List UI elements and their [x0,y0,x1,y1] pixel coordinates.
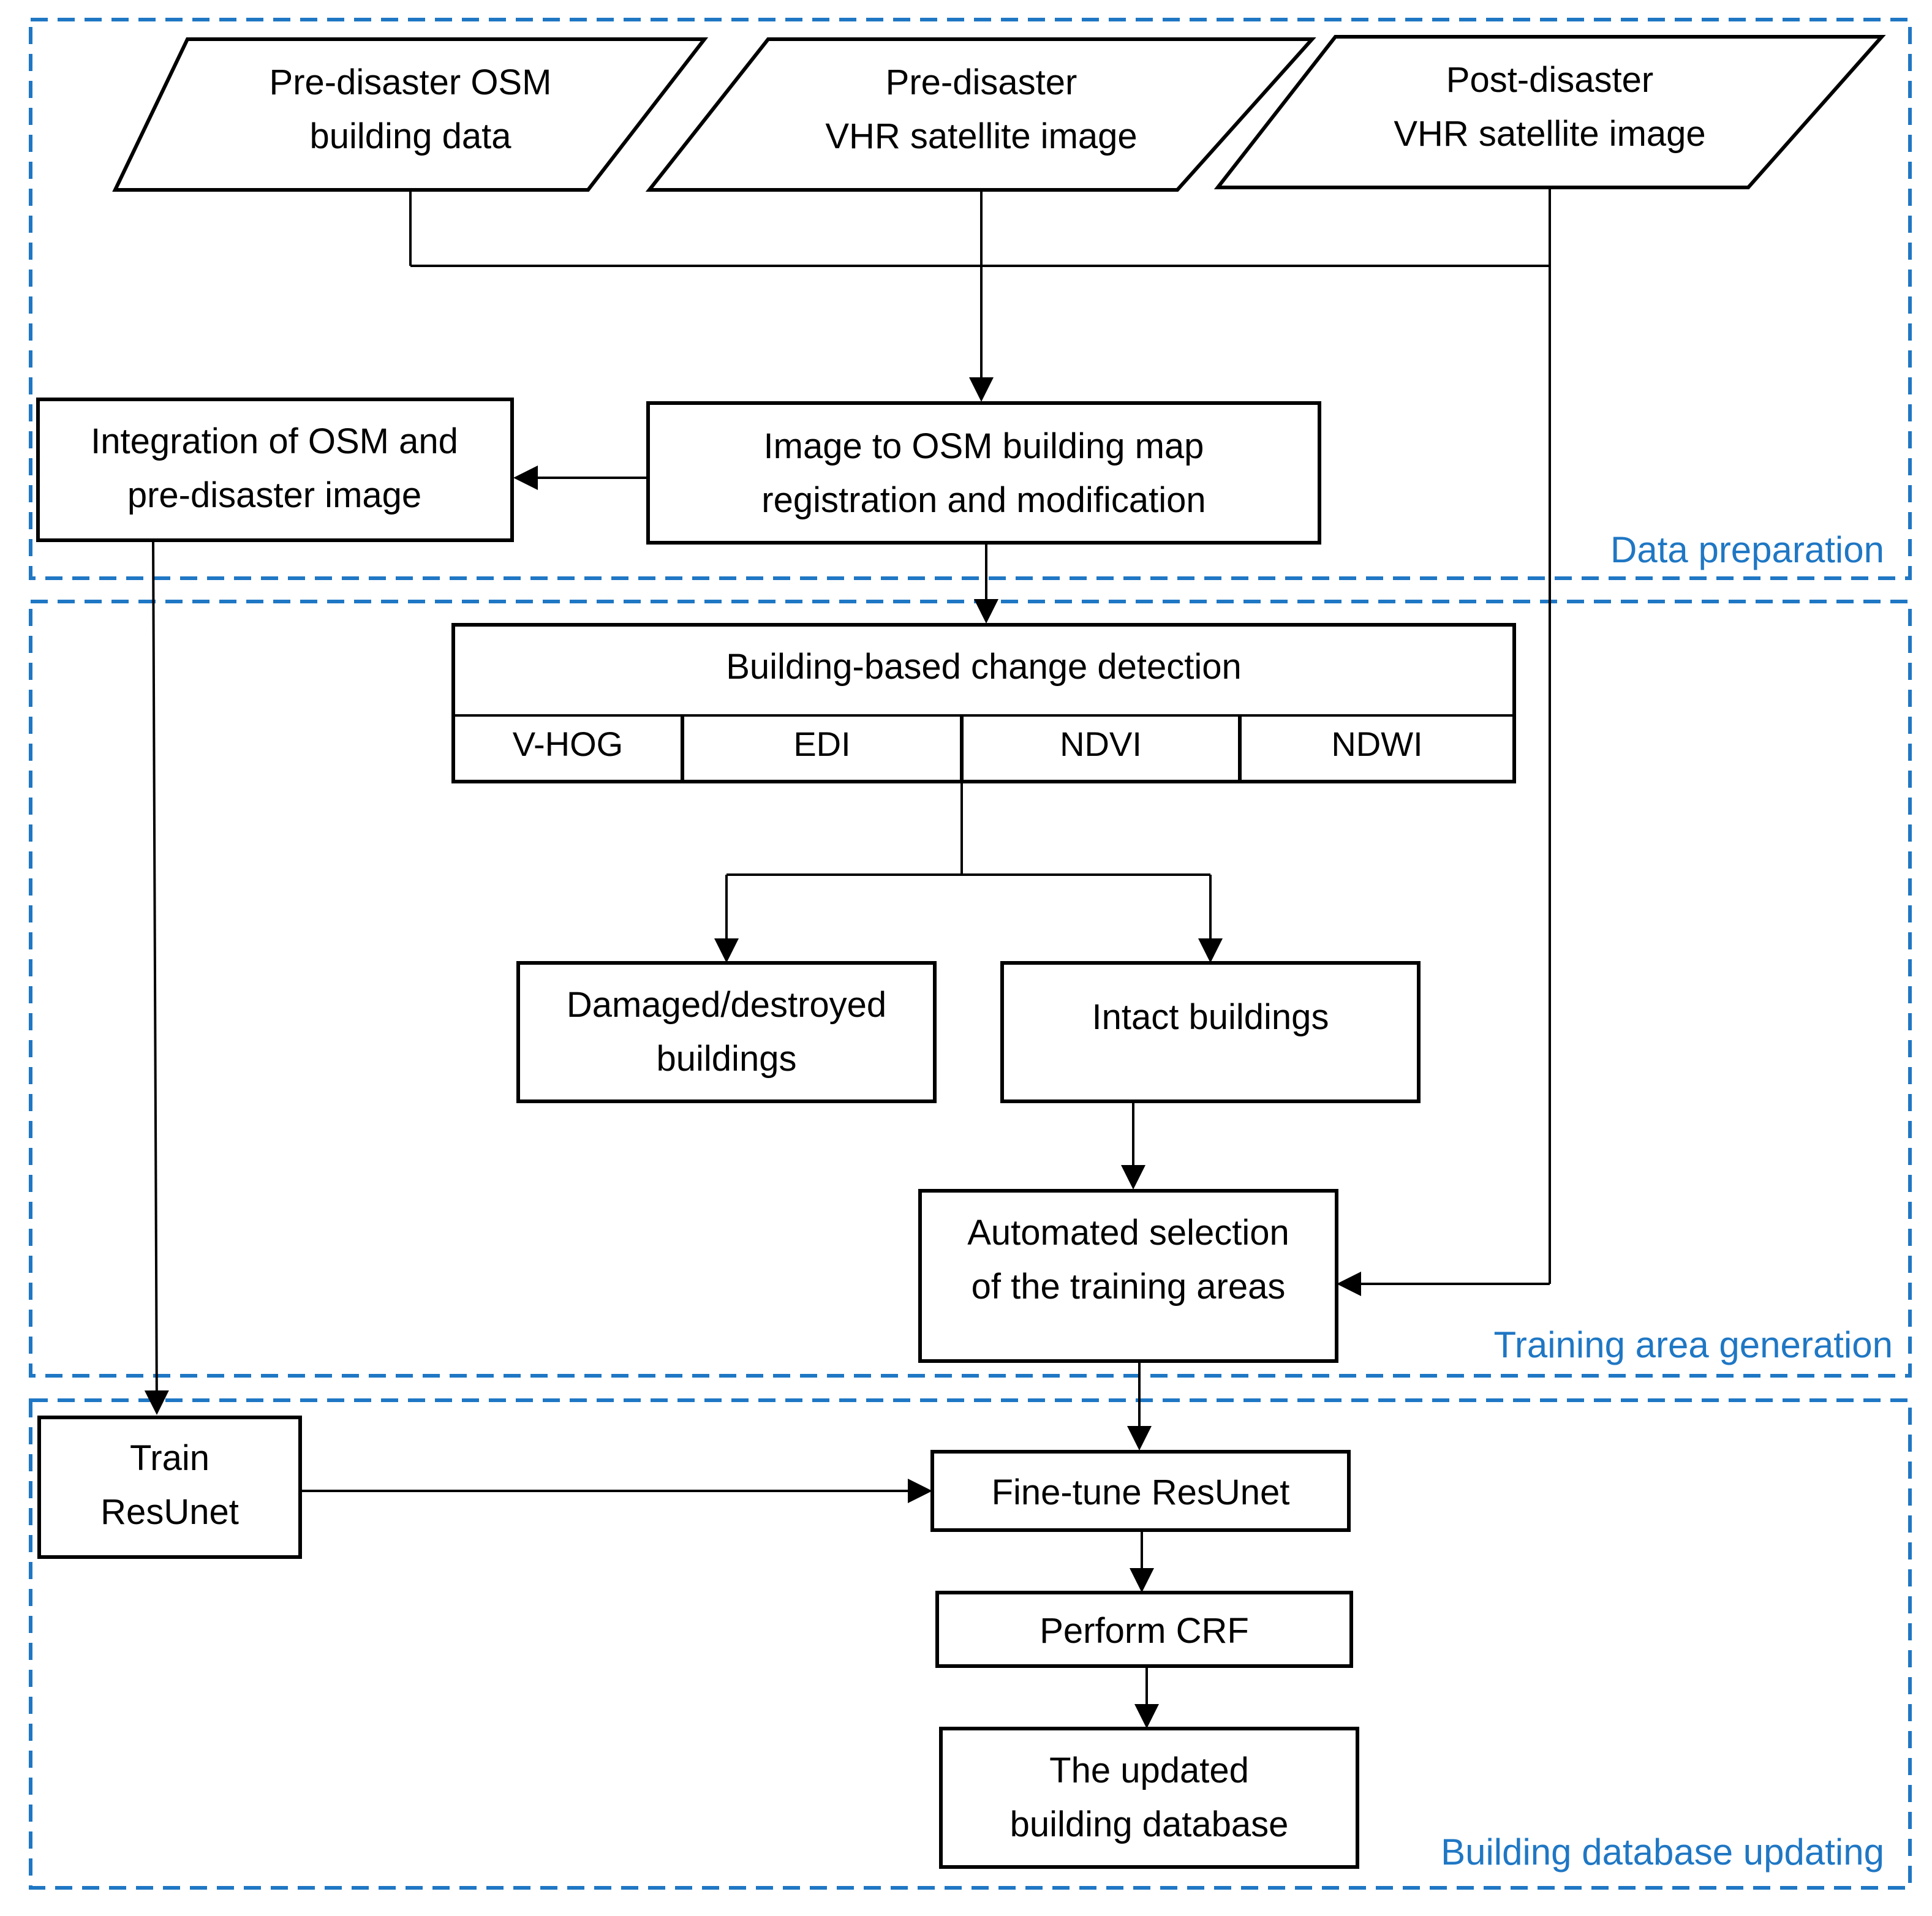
input-post-disaster-image: Post-disaster VHR satellite image [1213,35,1886,189]
section-building-database-updating [29,1398,1912,1890]
change-detection-table: Building-based change detection V-HOG ED… [451,623,1516,783]
change-detection-title: Building-based change detection [726,647,1242,687]
selection-line1: Automated selection [967,1213,1289,1253]
cell-ndvi: NDVI [1060,725,1142,763]
cell-edi: EDI [793,725,850,763]
cell-ndwi: NDWI [1331,725,1422,763]
fine-tune-box: Fine-tune ResUnet [930,1450,1351,1532]
input-osm-line2: building data [310,116,512,156]
input-post-image-line2: VHR satellite image [1394,114,1705,154]
registration-line2: registration and modification [761,480,1206,520]
selection-line2: of the training areas [972,1267,1286,1307]
crf-box: Perform CRF [935,1591,1353,1668]
integration-box: Integration of OSM and pre-disaster imag… [36,398,514,542]
damaged-line1: Damaged/destroyed [567,985,886,1025]
section-data-preparation [29,18,1912,580]
train-resunet-box: Train ResUnet [37,1416,302,1559]
cell-v-hog: V-HOG [513,725,623,763]
train-line2: ResUnet [100,1492,239,1532]
automated-selection-box: Automated selection of the training area… [918,1189,1338,1363]
crf-line1: Perform CRF [1040,1611,1249,1651]
connectors [144,187,1551,1729]
section-label-building-database-updating: Building database updating [1441,1831,1884,1873]
damaged-line2: buildings [657,1039,797,1079]
intact-line1: Intact buildings [1092,997,1329,1037]
fine-tune-line1: Fine-tune ResUnet [992,1473,1290,1512]
input-pre-image-line1: Pre-disaster [886,62,1077,102]
input-osm-line1: Pre-disaster OSM [270,62,552,102]
intact-buildings-box: Intact buildings [1000,961,1421,1103]
input-pre-image-line2: VHR satellite image [825,116,1137,156]
train-line1: Train [130,1438,209,1478]
database-line1: The updated [1049,1751,1249,1790]
input-pre-disaster-image: Pre-disaster VHR satellite image [645,37,1316,192]
integration-line2: pre-disaster image [127,475,421,515]
updated-database-box: The updated building database [939,1727,1359,1869]
section-label-training-area-generation: Training area generation [1493,1324,1893,1365]
damaged-buildings-box: Damaged/destroyed buildings [516,961,937,1103]
database-line2: building database [1010,1805,1289,1844]
input-osm-building-data: Pre-disaster OSM building data [112,37,709,192]
input-post-image-line1: Post-disaster [1446,60,1653,100]
arrow-integration-to-train [144,540,169,1415]
registration-line1: Image to OSM building map [764,426,1204,466]
registration-box: Image to OSM building map registration a… [646,401,1321,545]
integration-line1: Integration of OSM and [91,421,458,461]
section-training-area-generation [29,600,1912,1378]
section-label-data-preparation: Data preparation [1610,529,1884,570]
